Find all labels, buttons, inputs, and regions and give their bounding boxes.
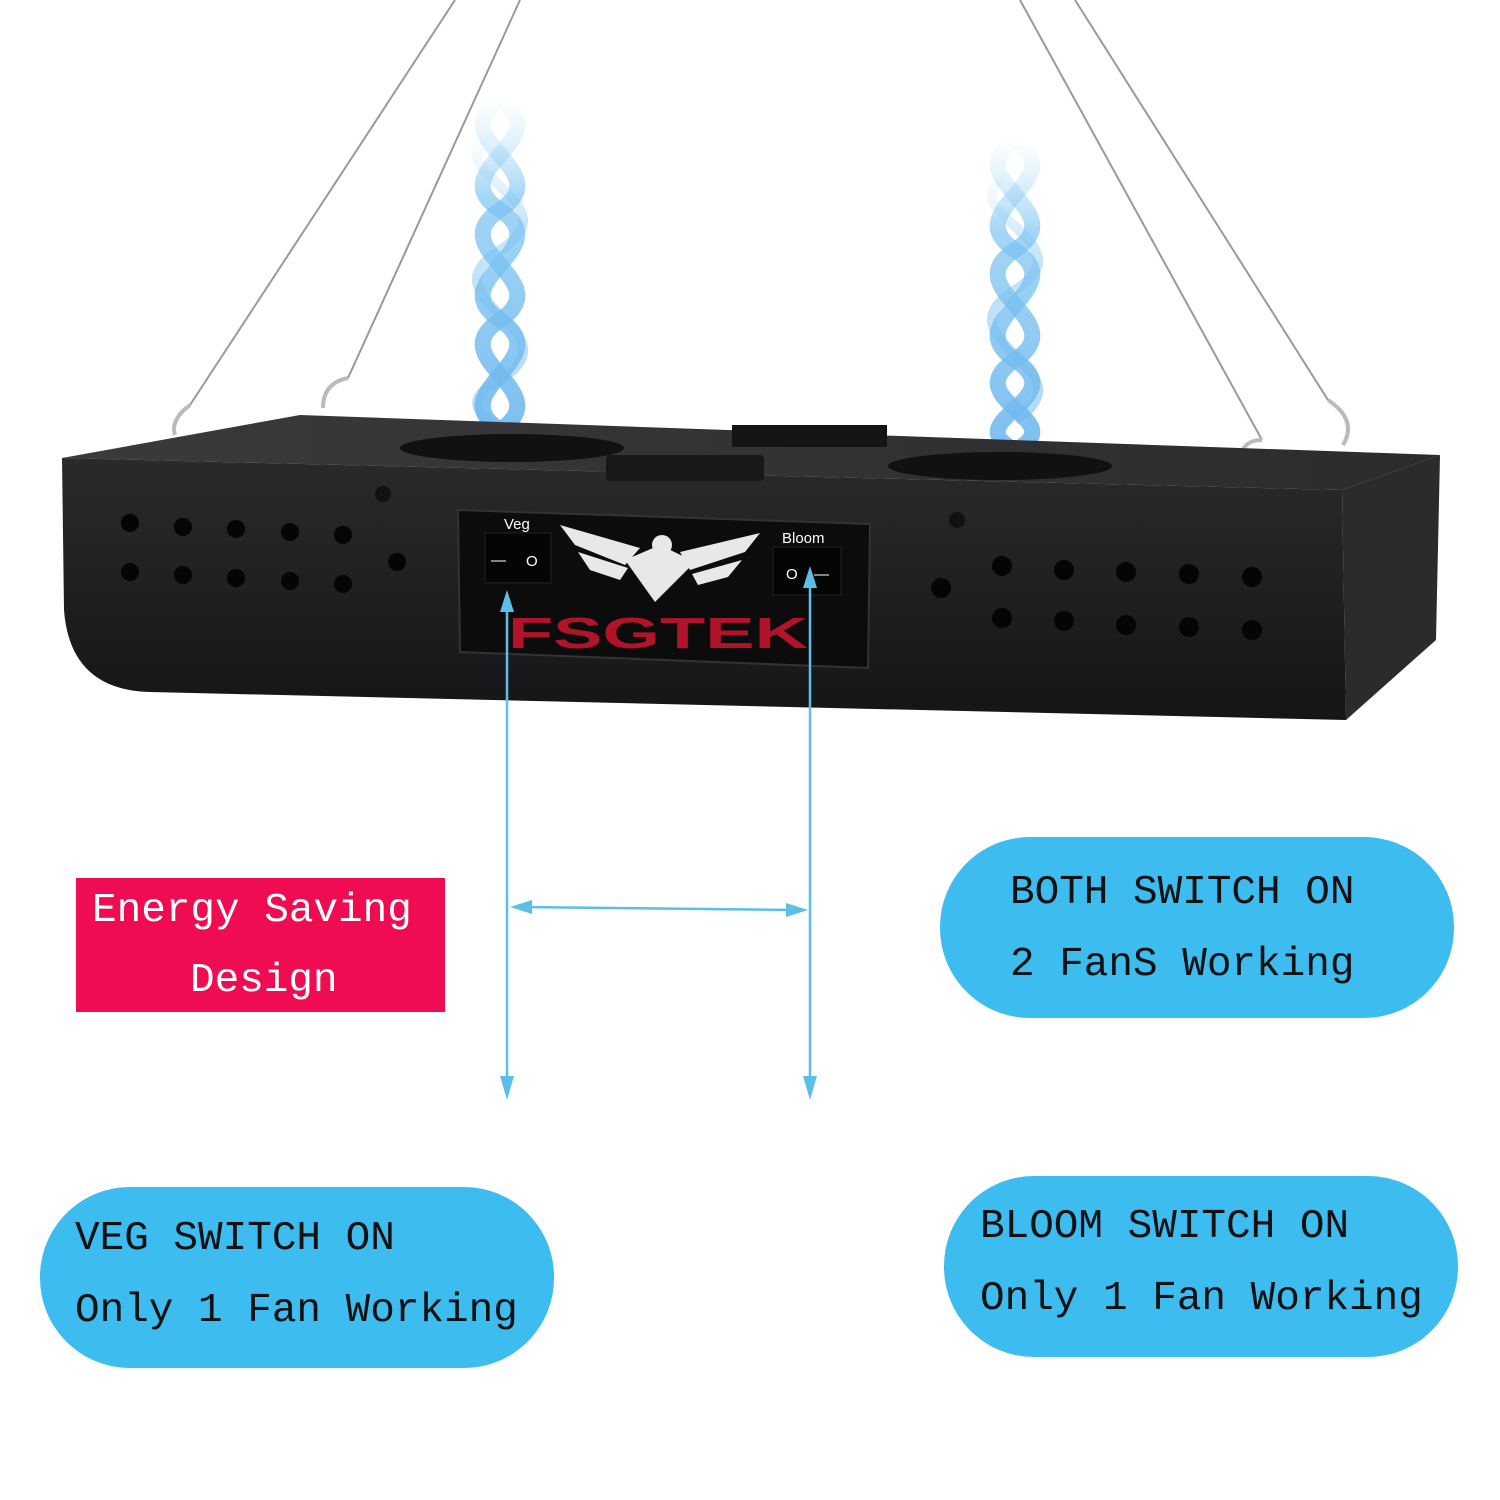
both-switch-callout — [940, 837, 1454, 1018]
vent-holes — [121, 514, 1262, 640]
fan-right — [888, 452, 1112, 480]
energy-saving-line1: Energy Saving — [92, 888, 412, 934]
control-panel: — O Veg O — Bloom FSGTEK — [456, 508, 872, 670]
bloom-switch-on-symbol: — — [814, 566, 829, 583]
veg-switch-line1: VEG SWITCH ON — [75, 1216, 395, 1262]
veg-switch: — O Veg — [484, 516, 552, 584]
airflow-spiral-right — [986, 133, 1044, 458]
bloom-switch-line2: Only 1 Fan Working — [980, 1276, 1423, 1322]
veg-switch-on-symbol: — — [491, 552, 506, 569]
both-switch-line2: 2 FanS Working — [1010, 942, 1355, 988]
veg-switch-off-symbol: O — [526, 553, 538, 570]
energy-saving-badge — [76, 878, 445, 1012]
bloom-switch-label: Bloom — [782, 530, 825, 547]
power-socket — [732, 425, 887, 447]
bloom-switch-off-symbol: O — [786, 566, 798, 583]
veg-switch-callout — [40, 1187, 554, 1368]
eagle-logo — [560, 525, 760, 602]
bloom-switch: O — Bloom — [772, 530, 842, 596]
both-switch-line1: BOTH SWITCH ON — [1010, 870, 1355, 916]
airflow-spiral-left — [471, 93, 529, 445]
energy-saving-line2: Design — [190, 958, 338, 1004]
bloom-switch-callout — [944, 1176, 1458, 1357]
brand-logo-text: FSGTEK — [508, 609, 808, 658]
fan-left — [400, 434, 624, 462]
veg-switch-line2: Only 1 Fan Working — [75, 1288, 518, 1334]
veg-switch-label: Veg — [504, 516, 530, 533]
indicator-arrows — [500, 566, 817, 1100]
hanging-cables — [172, 0, 1350, 486]
bloom-switch-line1: BLOOM SWITCH ON — [980, 1204, 1350, 1250]
